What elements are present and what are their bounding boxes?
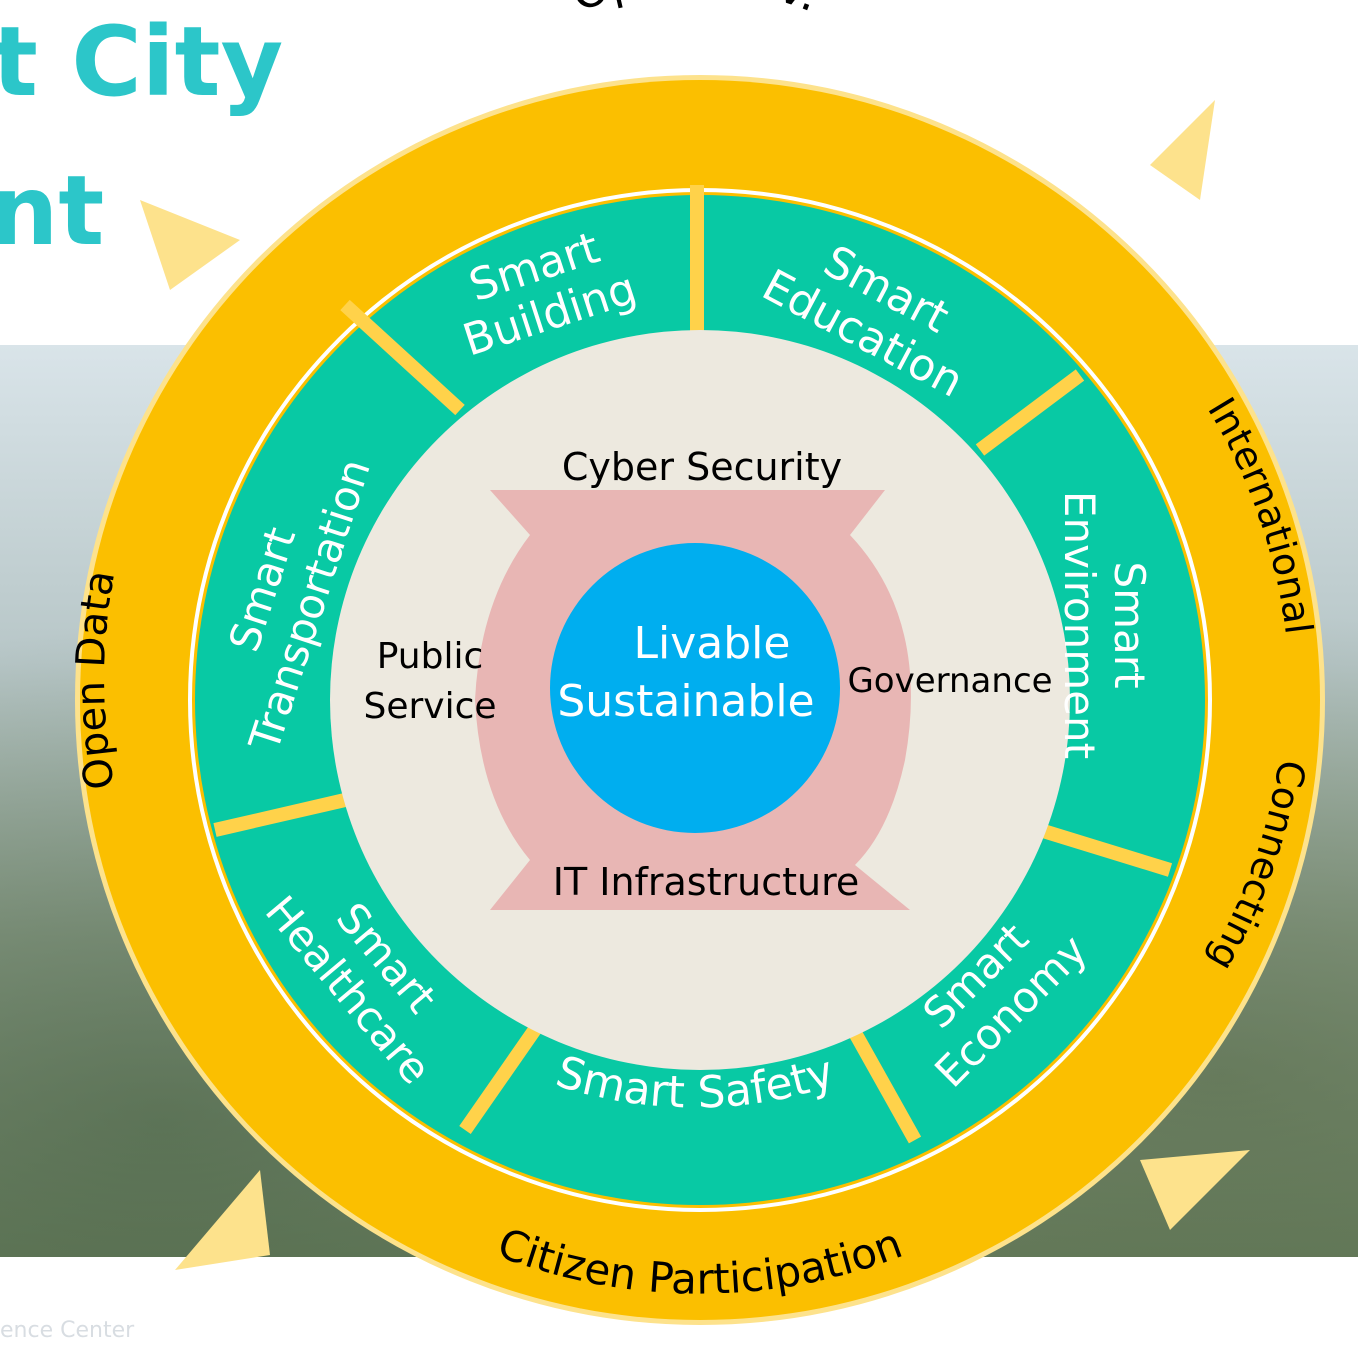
- label-public-service-line-2: Service: [363, 686, 496, 727]
- page-title-line-2: nt: [0, 155, 105, 267]
- arrow-head-top-right: [1150, 100, 1215, 200]
- segment-smart-environment: Smart Environment: [1055, 491, 1154, 759]
- core-circle: [550, 543, 840, 833]
- label-it-infrastructure: IT Infrastructure: [553, 860, 860, 904]
- footer-caption: ence Center: [0, 1318, 135, 1343]
- segment-dividers: [213, 185, 1173, 1144]
- segment-environment-line-1: Smart: [1105, 561, 1154, 688]
- label-open-gov: Open Gov.: [564, 0, 827, 22]
- core-label-livable: Livable: [634, 618, 791, 669]
- arrow-head-bottom-left: [175, 1170, 270, 1270]
- arrow-head-bottom-right: [1140, 1150, 1250, 1230]
- label-governance: Governance: [847, 661, 1052, 701]
- segment-environment-line-2: Environment: [1055, 491, 1104, 759]
- label-public-service-line-1: Public: [377, 636, 484, 677]
- arrow-head-top-left: [140, 200, 240, 290]
- label-cyber-security: Cyber Security: [562, 445, 842, 489]
- page-title-line-1: t City: [0, 6, 284, 118]
- core-label-sustainable: Sustainable: [557, 676, 814, 727]
